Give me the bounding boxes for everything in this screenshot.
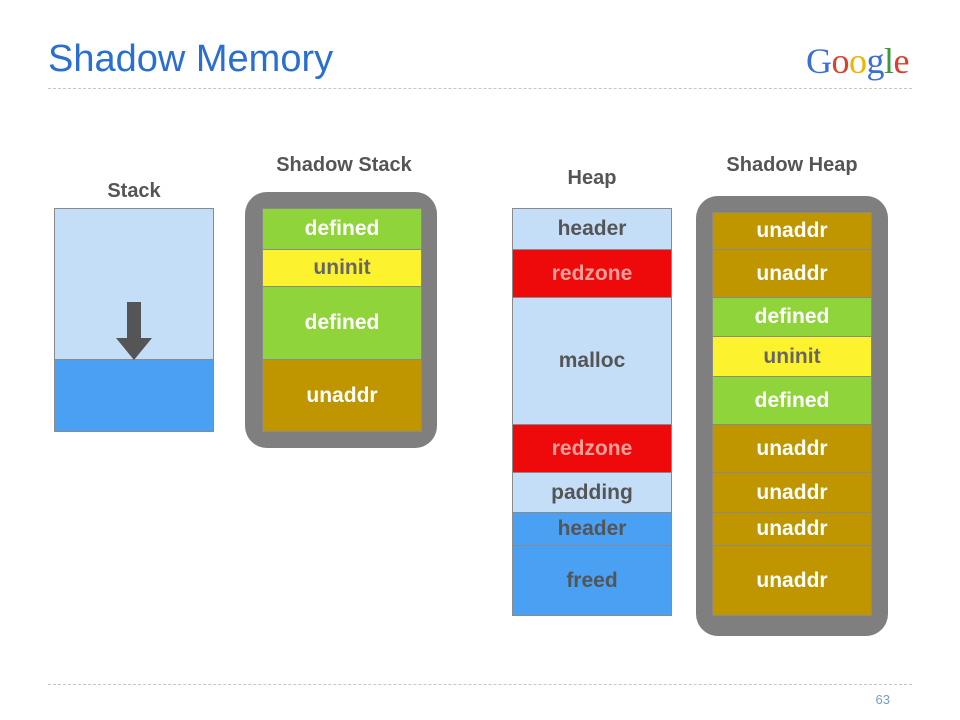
logo-letter: o xyxy=(849,41,867,81)
stack-segment xyxy=(54,359,214,432)
shadow-stack-label: Shadow Stack xyxy=(276,154,412,176)
heap-segment: redzone xyxy=(512,249,672,298)
shadow-heap-segment: unaddr xyxy=(712,545,872,616)
shadow-stack-segment: defined xyxy=(262,286,422,360)
shadow-heap-segment: unaddr xyxy=(712,249,872,298)
logo-letter: e xyxy=(893,41,910,81)
shadow-heap-segment: unaddr xyxy=(712,424,872,473)
shadow-heap-segment: unaddr xyxy=(712,212,872,250)
heap-segment: header xyxy=(512,208,672,250)
shadow-stack-column: defined uninit defined unaddr xyxy=(262,208,422,432)
logo-letter: o xyxy=(831,41,850,81)
heap-segment: redzone xyxy=(512,424,672,473)
logo-letter: g xyxy=(866,41,885,81)
shadow-heap-segment: unaddr xyxy=(712,472,872,513)
heap-segment: malloc xyxy=(512,297,672,425)
shadow-stack-segment: defined xyxy=(262,208,422,250)
stack-column xyxy=(54,208,214,432)
shadow-heap-segment: unaddr xyxy=(712,512,872,546)
page-number: 63 xyxy=(875,692,890,707)
stack-label: Stack xyxy=(107,180,161,202)
down-arrow-icon xyxy=(116,302,152,360)
bottom-divider xyxy=(48,684,912,685)
shadow-heap-label: Shadow Heap xyxy=(726,154,858,176)
heap-column: header redzone malloc redzone padding he… xyxy=(512,208,672,616)
heap-segment: freed xyxy=(512,545,672,616)
google-logo: Google xyxy=(806,40,910,82)
shadow-heap-segment: uninit xyxy=(712,336,872,377)
shadow-stack-segment: unaddr xyxy=(262,359,422,432)
top-divider xyxy=(48,88,912,89)
shadow-heap-segment: defined xyxy=(712,297,872,337)
shadow-heap-column: unaddr unaddr defined uninit defined una… xyxy=(712,212,872,616)
heap-segment: header xyxy=(512,512,672,546)
shadow-stack-segment: uninit xyxy=(262,249,422,287)
heap-segment: padding xyxy=(512,472,672,513)
shadow-heap-segment: defined xyxy=(712,376,872,425)
logo-letter: G xyxy=(806,41,832,81)
logo-letter: l xyxy=(884,41,894,81)
slide-title: Shadow Memory xyxy=(48,38,334,80)
heap-label: Heap xyxy=(567,167,617,189)
